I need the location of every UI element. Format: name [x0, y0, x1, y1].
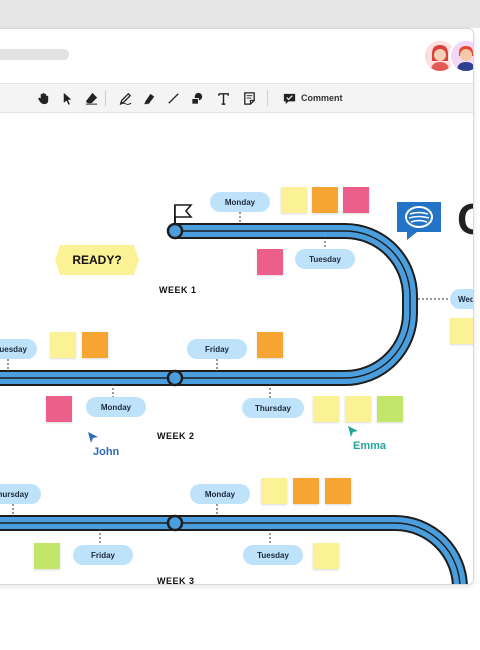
avatar-man-icon: [451, 41, 473, 71]
day-pill-week2-friday[interactable]: Friday: [187, 339, 247, 359]
day-pill-week1-wednesday[interactable]: Wednes: [450, 289, 473, 309]
flag-icon: [174, 204, 193, 224]
milestone-marker-start: [166, 222, 184, 240]
shapes-tool-button[interactable]: [189, 90, 205, 106]
sticky-note[interactable]: [293, 478, 319, 504]
sticky-note-tool-button[interactable]: [241, 90, 257, 106]
day-pill-week2-thursday[interactable]: Thursday: [242, 398, 304, 418]
shapes-icon: [190, 92, 202, 105]
text-icon: [217, 92, 229, 105]
avatar-woman-icon: [425, 41, 455, 71]
avatar-user-2[interactable]: [449, 39, 473, 73]
cursor-arrow-icon: [88, 432, 98, 443]
sticky-note[interactable]: [377, 396, 403, 422]
road-edge-lower: [0, 515, 468, 584]
sticky-note[interactable]: [312, 187, 338, 213]
highlighter-tool-button[interactable]: [141, 90, 157, 106]
day-pill-week1-monday[interactable]: Monday: [210, 192, 270, 212]
sticky-note[interactable]: [261, 478, 287, 504]
cursor-john: John: [87, 431, 119, 458]
sticky-note[interactable]: [281, 187, 307, 213]
comment-icon: [283, 93, 295, 104]
browser-top-strip: [0, 0, 480, 28]
day-pill-week2-tuesday[interactable]: Tuesday: [0, 339, 37, 359]
day-pill-week3-thursday[interactable]: hursday: [0, 484, 41, 504]
whiteboard-app-window: Comment: [0, 28, 474, 585]
ready-banner[interactable]: READY?: [55, 245, 139, 275]
text-tool-button[interactable]: [215, 90, 231, 106]
highlighter-icon: [143, 93, 154, 104]
drawing-toolbar: Comment: [0, 83, 473, 113]
chat-logo-icon: [397, 202, 441, 240]
cursor-emma: Emma: [347, 425, 386, 452]
week-3-label: WEEK 3: [157, 576, 195, 585]
sticky-note[interactable]: [313, 396, 339, 422]
sticky-note[interactable]: [325, 478, 351, 504]
page-background-below: [0, 590, 480, 650]
cursor-emma-label: Emma: [353, 440, 387, 452]
brand-wordmark-letter: C: [457, 198, 473, 242]
roadmap-road: [0, 204, 468, 584]
week-1-label: WEEK 1: [159, 285, 197, 295]
line-tool-button[interactable]: [165, 90, 181, 106]
sticky-note-icon: [243, 91, 255, 105]
board-title-placeholder: [0, 49, 69, 60]
cursor-arrow-icon: [348, 426, 358, 437]
day-pill-week3-monday[interactable]: Monday: [190, 484, 250, 504]
sticky-note[interactable]: [46, 396, 72, 422]
hand-tool-button[interactable]: [35, 90, 51, 106]
hand-icon: [37, 92, 48, 104]
sticky-note[interactable]: [257, 249, 283, 275]
pen-tool-button[interactable]: [117, 90, 133, 106]
select-tool-button[interactable]: [59, 90, 75, 106]
sticky-note[interactable]: [343, 187, 369, 213]
title-bar: [0, 29, 473, 81]
comment-tool-label[interactable]: Comment: [301, 93, 343, 103]
sticky-note[interactable]: [313, 543, 339, 569]
eraser-tool-button[interactable]: [83, 90, 99, 106]
milestone-marker-week3: [166, 514, 184, 532]
line-icon: [167, 92, 179, 104]
toolbar-divider: [105, 90, 106, 106]
toolbar-divider: [267, 90, 268, 106]
comment-tool-button[interactable]: [281, 90, 297, 106]
milestone-marker-week2: [166, 369, 184, 387]
sticky-note[interactable]: [450, 318, 473, 344]
whiteboard-canvas[interactable]: READY? WEEK 1 WEEK 2 WEEK 3 Monday Tuesd…: [0, 113, 473, 584]
cursor-john-label: John: [93, 446, 120, 458]
sticky-note[interactable]: [82, 332, 108, 358]
sticky-note[interactable]: [257, 332, 283, 358]
sticky-note[interactable]: [345, 396, 371, 422]
eraser-icon: [85, 92, 97, 105]
sticky-note[interactable]: [34, 543, 60, 569]
week-2-label: WEEK 2: [157, 431, 195, 441]
pointer-icon: [63, 92, 71, 105]
dotted-connectors: [7, 212, 450, 545]
day-pill-week1-tuesday[interactable]: Tuesday: [295, 249, 355, 269]
road-centerline-lower: [0, 522, 461, 584]
pen-icon: [119, 92, 131, 105]
sticky-note[interactable]: [50, 332, 76, 358]
road-fill-lower: [0, 517, 466, 584]
day-pill-week3-tuesday[interactable]: Tuesday: [243, 545, 303, 565]
day-pill-week3-friday[interactable]: Friday: [73, 545, 133, 565]
day-pill-week2-monday[interactable]: Monday: [86, 397, 146, 417]
road-centerline-upper: [0, 230, 411, 379]
